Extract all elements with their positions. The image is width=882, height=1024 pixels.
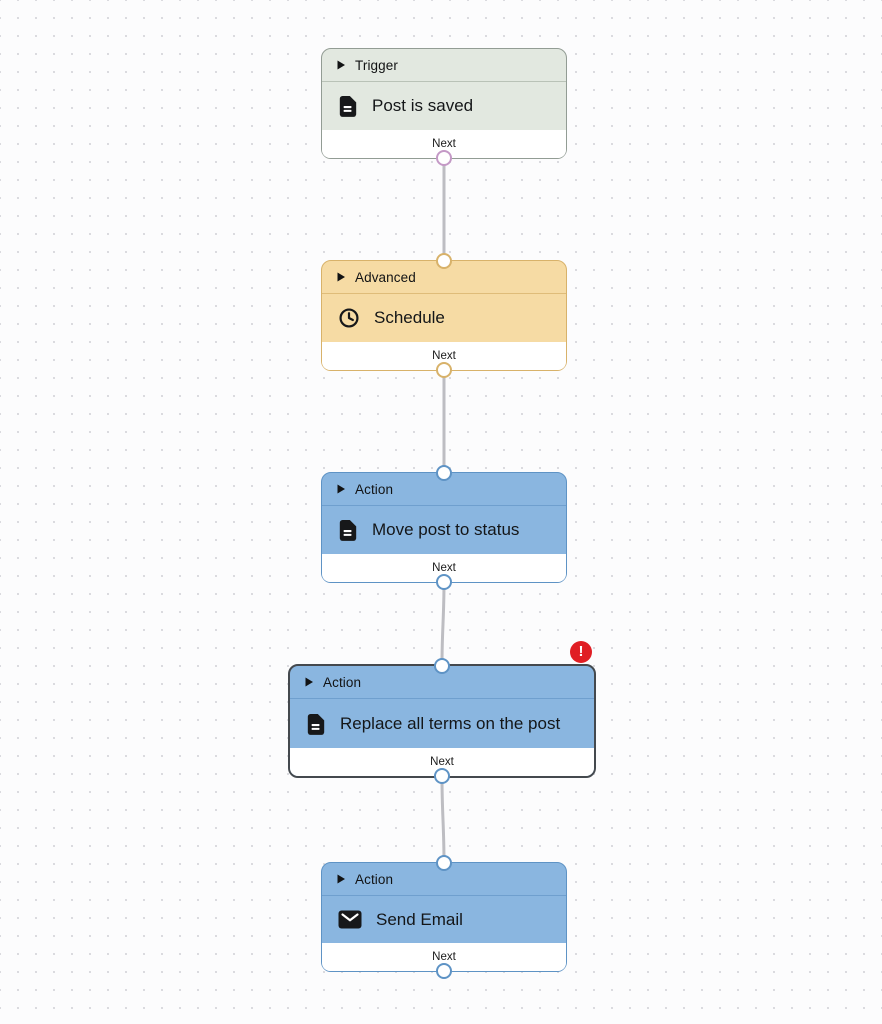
node-action-send-email[interactable]: Action Send Email Next (321, 855, 567, 979)
node-trigger-post-is-saved[interactable]: Trigger Post is saved Next (321, 48, 567, 166)
node-category-label: Advanced (355, 269, 416, 285)
output-port[interactable] (436, 574, 452, 590)
input-port[interactable] (436, 855, 452, 871)
next-output-label: Next (432, 350, 456, 362)
next-output-label: Next (430, 756, 454, 768)
node-title: Replace all terms on the post (340, 713, 561, 733)
node-action-replace-all-terms-on-the-post[interactable]: ! Action Replace all terms on the post N… (288, 641, 596, 784)
output-port[interactable] (436, 150, 452, 166)
input-port[interactable] (436, 253, 452, 269)
input-port[interactable] (436, 465, 452, 481)
document-icon (338, 95, 358, 117)
node-header: Trigger (322, 49, 566, 82)
envelope-icon (338, 910, 362, 929)
node-category-label: Action (355, 481, 394, 497)
node-body: Move post to status (322, 506, 566, 554)
node-header: Action (322, 473, 566, 506)
collapse-triangle-icon[interactable] (336, 874, 346, 884)
node-body: Schedule (322, 294, 566, 342)
node-category-label: Action (355, 871, 394, 887)
node-header: Action (322, 863, 566, 896)
node-action-move-post-to-status[interactable]: Action Move post to status Next (321, 465, 567, 590)
node-body: Replace all terms on the post (290, 699, 594, 748)
document-icon (306, 713, 326, 735)
node-title: Send Email (376, 909, 463, 929)
node-title: Post is saved (372, 96, 474, 115)
output-port[interactable] (436, 963, 452, 979)
input-port[interactable] (434, 658, 450, 674)
node-title: Schedule (374, 308, 445, 327)
collapse-triangle-icon[interactable] (336, 484, 346, 494)
next-output-label: Next (432, 562, 456, 574)
next-output-label: Next (432, 138, 456, 150)
node-category-label: Action (323, 674, 362, 690)
collapse-triangle-icon[interactable] (304, 677, 314, 687)
collapse-triangle-icon[interactable] (336, 60, 346, 70)
node-title: Move post to status (372, 520, 520, 539)
edge-move-post-to-replace-terms (440, 581, 446, 666)
node-header: Advanced (322, 261, 566, 294)
edge-replace-terms-to-send-email (440, 776, 446, 864)
collapse-triangle-icon[interactable] (336, 272, 346, 282)
node-header: Action (290, 666, 594, 699)
next-output-label: Next (432, 951, 456, 963)
node-body: Post is saved (322, 82, 566, 130)
node-category-label: Trigger (355, 57, 398, 73)
clock-icon (338, 307, 360, 329)
error-badge[interactable]: ! (570, 641, 592, 663)
document-icon (338, 519, 358, 541)
output-port[interactable] (434, 768, 450, 784)
node-body: Send Email (322, 896, 566, 943)
output-port[interactable] (436, 362, 452, 378)
node-advanced-schedule[interactable]: Advanced Schedule Next (321, 253, 567, 378)
